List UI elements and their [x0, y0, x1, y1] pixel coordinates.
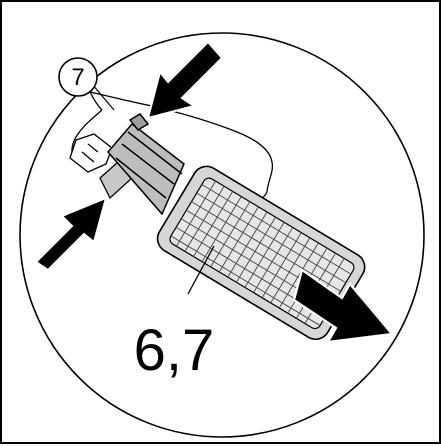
press-arrow-top	[146, 40, 224, 120]
pull-arrow	[292, 268, 395, 344]
filter-handle	[107, 113, 185, 216]
part-label-leader	[187, 245, 215, 295]
callout-number: 7	[71, 64, 84, 91]
callout-7: 7	[58, 57, 98, 97]
part-label: 6,7	[134, 318, 215, 383]
callout-leader	[91, 83, 115, 111]
press-arrow-bottom	[34, 196, 108, 272]
